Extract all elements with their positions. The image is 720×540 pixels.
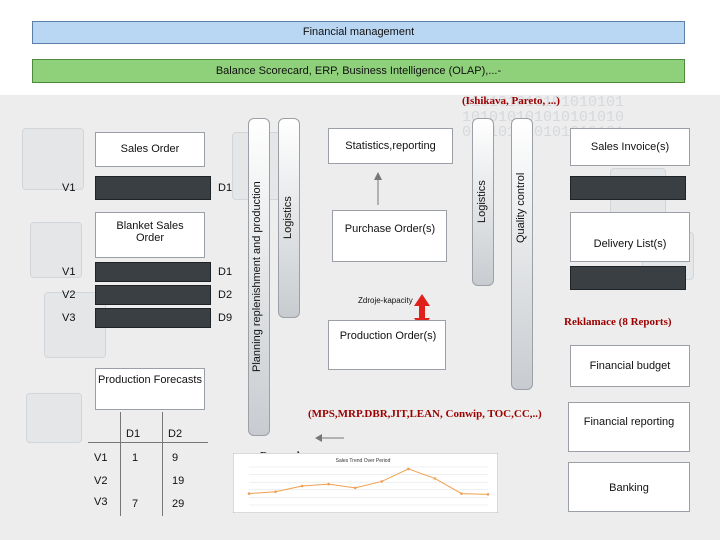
invoice-row [570,176,686,200]
statistics-box [328,128,453,164]
capacity-arrow-up [414,294,430,306]
tile [26,393,82,443]
tile [30,222,82,278]
tools-bottom-note: (MPS,MRP.DBR,JIT,LEAN, Conwip, TOC,CC,..… [308,408,542,420]
tools-top-note: (Ishikava, Pareto, ...) [462,95,560,107]
financial-reporting-box [568,402,690,452]
sales-d1: D1 [218,182,233,194]
blanket-v3: V3 [62,312,76,324]
blanket-d9: D9 [218,312,233,324]
banking-label: Banking [609,482,649,494]
chart-point [460,492,463,495]
chart-point [274,490,277,493]
planning-bar [248,118,270,436]
delivery-list-box [570,212,690,262]
matrix-v1-d1: 1 [132,452,139,464]
blanket-row-1 [95,262,211,282]
chart-point [327,482,330,486]
chart-point [433,477,437,480]
sales-v1: V1 [62,182,76,194]
forecasts-title: Production Forecasts [98,374,202,386]
matrix-row-v2: V2 [94,475,108,487]
blanket-row-3 [95,308,211,328]
blanket-order-title: Blanket Sales Order [116,220,184,244]
matrix-col-d1: D1 [126,428,141,440]
blanket-row-2 [95,285,211,305]
forecasts-box [95,368,205,410]
demand-chart: Sales Trend Over Period [233,453,498,513]
chart-point [300,484,304,488]
left-arrow-head [315,434,322,442]
matrix-v3-d2: 29 [172,498,185,510]
matrix-row-v1: V1 [94,452,108,464]
forecast-matrix: D1 D2 V1 1 9 V2 19 V3 7 29 [88,412,208,516]
capacity-label: Zdroje-kapacity [358,296,413,305]
blanket-order-box [95,212,205,258]
quality-bar [511,118,533,390]
matrix-v2-d2: 19 [172,475,185,487]
purchase-order-label: Purchase Order(s) [344,223,436,235]
up-arrow-head [374,172,382,180]
financial-budget-box [570,345,690,387]
statistics-label: Statistics,reporting [345,140,436,152]
financial-budget-label: Financial budget [589,360,671,372]
blanket-v1: V1 [62,266,76,278]
chart-point [380,480,384,483]
matrix-v3-d1: 7 [132,498,139,510]
chart-point [486,493,490,496]
sales-invoice-box [570,128,690,166]
scorecard-bar: Balance Scorecard, ERP, Business Intelli… [32,59,685,83]
production-order-box [328,320,446,370]
tile [22,128,84,190]
delivery-row [570,266,686,290]
chart-point [353,486,357,490]
chart-point [247,492,251,495]
matrix-v1-d2: 9 [172,452,179,464]
binary-pattern: 010101010101010101 101010101010101010 01… [462,95,625,140]
chart-point [407,467,410,471]
sales-order-box [95,132,205,167]
sales-order-title: Sales Order [120,143,180,155]
chart-series-line [248,468,489,495]
purchase-order-box [332,210,447,262]
sales-row-1 [95,176,211,200]
blanket-d1: D1 [218,266,233,278]
blanket-v2: V2 [62,289,76,301]
chart-title: Sales Trend Over Period [336,458,391,464]
title-text: Financial management [302,26,415,38]
financial-reporting-label: Financial reporting [583,416,675,428]
production-order-label: Production Order(s) [339,330,437,342]
blanket-d2: D2 [218,289,233,301]
logistics-left-bar [278,118,300,318]
reklamace-note: Reklamace (8 Reports) [564,316,672,328]
matrix-row-v3: V3 [94,496,108,508]
sales-invoice-label: Sales Invoice(s) [590,141,670,153]
scorecard-text: Balance Scorecard, ERP, Business Intelli… [215,65,502,77]
title-bar: Financial management [32,21,685,44]
logistics-right-bar [472,118,494,286]
banking-box [568,462,690,512]
delivery-list-label: Delivery List(s) [593,238,667,250]
matrix-col-d2: D2 [168,428,183,440]
